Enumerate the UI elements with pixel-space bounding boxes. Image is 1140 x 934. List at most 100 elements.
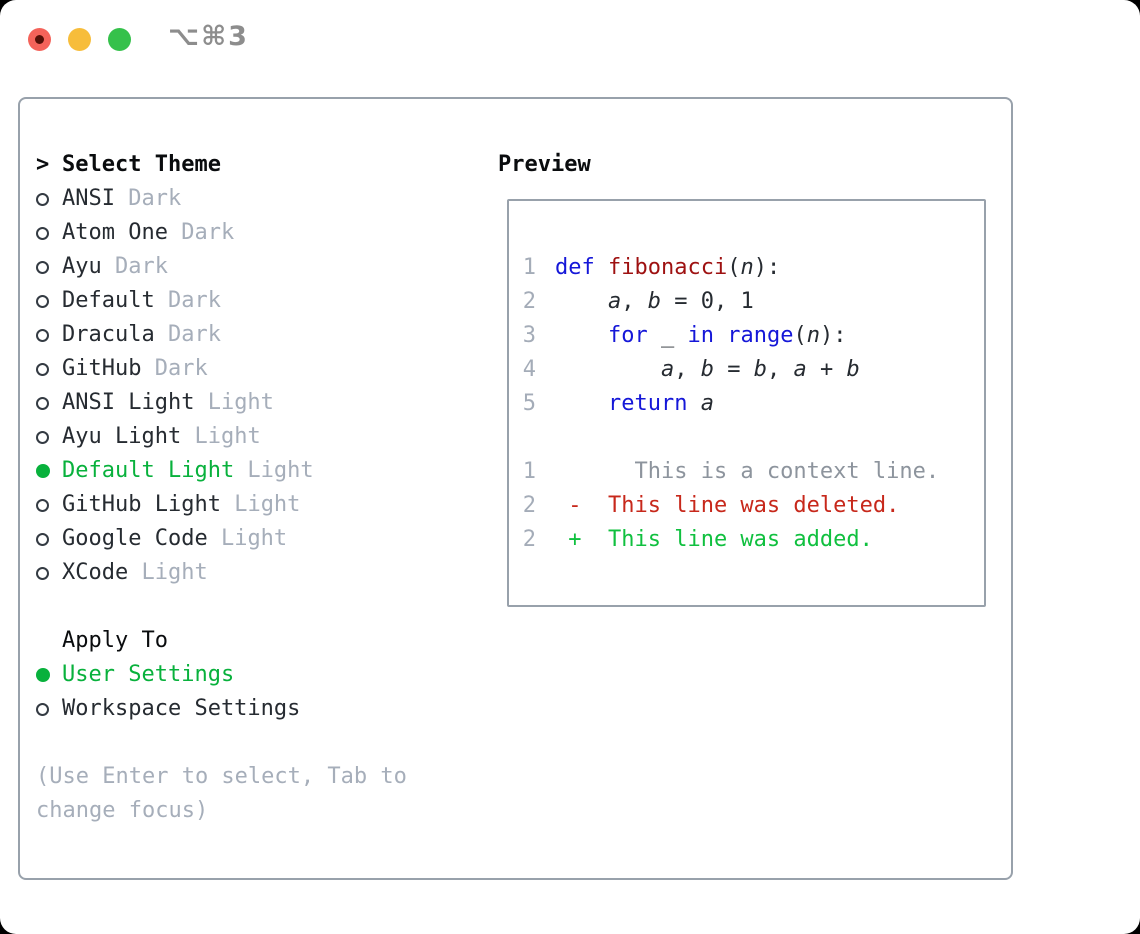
line-content: for _ in range(n):: [607, 323, 847, 348]
line-number: 5: [522, 391, 536, 416]
line-content: - This line was deleted.: [555, 493, 900, 518]
theme-name: Dracula: [62, 322, 155, 347]
apply-option-label: User Settings: [62, 662, 235, 687]
apply-option-user-settings[interactable]: User Settings: [36, 658, 407, 692]
radio-icon: [36, 328, 62, 342]
theme-option-github[interactable]: GitHub Dark: [36, 352, 407, 386]
radio-selected-icon: [36, 668, 62, 682]
preview-heading: Preview: [498, 152, 591, 177]
theme-variant: Light: [181, 424, 261, 449]
theme-name: Default: [62, 288, 155, 313]
hint-line-2: change focus): [36, 798, 209, 823]
theme-option-github-light[interactable]: GitHub Light Light: [36, 488, 407, 522]
theme-variant: Dark: [141, 356, 208, 381]
preview-line: 1 This is a context line.: [522, 455, 984, 489]
theme-name: XCode: [62, 560, 129, 585]
theme-option-dracula[interactable]: Dracula Dark: [36, 318, 407, 352]
preview-code: 1 def fibonacci(n): 2 a, b = 0, 1 3 for _ i…: [522, 251, 984, 557]
theme-name: Default Light: [62, 458, 235, 483]
preview-line: 2 - This line was deleted.: [522, 489, 984, 523]
radio-icon: [36, 192, 62, 206]
preview-line: [522, 421, 984, 455]
radio-icon: [36, 362, 62, 376]
theme-variant: Dark: [167, 220, 235, 245]
select-theme-heading: > Select Theme: [36, 148, 407, 182]
theme-name: ANSI: [62, 186, 115, 211]
line-number: 3: [522, 323, 536, 348]
theme-option-ayu-light[interactable]: Ayu Light Light: [36, 420, 407, 454]
preview-line: 2 a, b = 0, 1: [522, 285, 984, 319]
prompt-chevron-icon: >: [36, 152, 50, 177]
line-content: def fibonacci(n):: [555, 255, 781, 280]
theme-variant: Dark: [114, 186, 182, 211]
apply-to-title: Apply To: [62, 628, 168, 653]
theme-variant: Light: [194, 390, 274, 415]
hint-line-1: (Use Enter to select, Tab to: [36, 764, 407, 789]
keyboard-shortcut-label: ⌥⌘3: [168, 21, 249, 52]
line-number: 2: [522, 289, 536, 314]
theme-name: Ayu Light: [62, 424, 182, 449]
radio-icon: [36, 226, 62, 240]
line-content: a, b = b, a + b: [660, 357, 860, 382]
preview-line: 1 def fibonacci(n):: [522, 251, 984, 285]
theme-variant: Light: [220, 492, 301, 517]
radio-icon: [36, 260, 62, 274]
theme-option-default[interactable]: Default Dark: [36, 284, 407, 318]
preview-box: 1 def fibonacci(n): 2 a, b = 0, 1 3 for _ i…: [507, 199, 986, 607]
line-content: return a: [607, 391, 714, 416]
radio-icon: [36, 430, 62, 444]
select-theme-title: Select Theme: [62, 152, 221, 177]
line-content: + This line was added.: [555, 527, 873, 552]
radio-icon: [36, 566, 62, 580]
radio-icon: [36, 702, 62, 716]
line-content: This is a context line.: [555, 459, 940, 484]
titlebar: ⌥⌘3: [0, 0, 1140, 78]
line-number: 1: [522, 459, 536, 484]
radio-icon: [36, 498, 62, 512]
close-button-dot-icon: [35, 35, 44, 44]
theme-name: ANSI Light: [62, 390, 195, 415]
spacer: [36, 590, 407, 624]
theme-name: Google Code: [62, 526, 208, 551]
theme-name: Atom One: [62, 220, 168, 245]
theme-option-ansi-light[interactable]: ANSI Light Light: [36, 386, 407, 420]
radio-icon: [36, 532, 62, 546]
minimize-button[interactable]: [68, 28, 91, 51]
apply-to-heading: Apply To: [36, 624, 407, 658]
theme-variant: Light: [207, 526, 288, 551]
theme-variant: Light: [234, 458, 314, 483]
theme-option-atom-one[interactable]: Atom One Dark: [36, 216, 407, 250]
theme-variant: Light: [128, 560, 208, 585]
theme-variant: Dark: [154, 288, 221, 313]
apply-option-label: Workspace Settings: [62, 696, 301, 721]
line-number: 2: [522, 493, 536, 518]
preview-line: 4 a, b = b, a + b: [522, 353, 984, 387]
theme-variant: Dark: [101, 254, 168, 279]
radio-icon: [36, 294, 62, 308]
line-number: 4: [522, 357, 536, 382]
zoom-button[interactable]: [108, 28, 131, 51]
spacer: [36, 726, 407, 760]
theme-name: Ayu: [62, 254, 102, 279]
theme-option-ayu[interactable]: Ayu Dark: [36, 250, 407, 284]
line-number: 1: [522, 255, 536, 280]
radio-selected-icon: [36, 464, 62, 478]
theme-option-google-code[interactable]: Google Code Light: [36, 522, 407, 556]
theme-name: GitHub Light: [62, 492, 221, 517]
line-number: [522, 421, 536, 455]
theme-option-default-light[interactable]: Default Light Light: [36, 454, 407, 488]
close-button[interactable]: [28, 28, 51, 51]
theme-option-xcode[interactable]: XCode Light: [36, 556, 407, 590]
theme-variant: Dark: [154, 322, 221, 347]
preview-line: 5 return a: [522, 387, 984, 421]
preview-line: 2 + This line was added.: [522, 523, 984, 557]
theme-option-ansi[interactable]: ANSI Dark: [36, 182, 407, 216]
theme-name: GitHub: [62, 356, 142, 381]
line-content: a, b = 0, 1: [607, 289, 754, 314]
apply-option-workspace-settings[interactable]: Workspace Settings: [36, 692, 407, 726]
line-number: 2: [522, 527, 536, 552]
